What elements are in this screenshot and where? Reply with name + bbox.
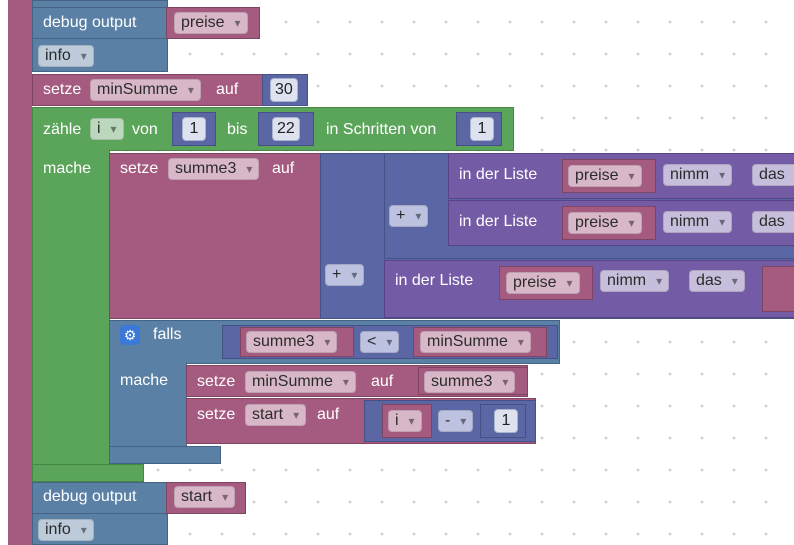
- list-label-2: in der Liste: [459, 213, 538, 230]
- debug-output-label-2: debug output: [43, 488, 137, 505]
- loop-do-label: mache: [43, 160, 92, 177]
- list-mode-dropdown-2[interactable]: nimm: [663, 211, 733, 233]
- math-operator-dropdown-inner[interactable]: +: [389, 205, 429, 227]
- debug-level-dropdown-2[interactable]: info: [38, 519, 94, 541]
- number-field-step[interactable]: 1: [470, 117, 494, 141]
- compare-left-dropdown[interactable]: summe3: [246, 331, 338, 353]
- number-field-from[interactable]: 1: [182, 117, 206, 141]
- list-mode-dropdown-3[interactable]: nimm: [600, 270, 670, 292]
- von-label: von: [132, 121, 158, 138]
- bis-label: bis: [227, 121, 248, 138]
- count-loop-body-rail: [32, 150, 110, 466]
- count-loop-footer: [32, 464, 144, 482]
- auf-label: auf: [216, 81, 239, 98]
- set-label-2: setze: [197, 373, 236, 390]
- set-summe3-auf: auf: [272, 160, 295, 177]
- variable-dropdown-minsumme-2[interactable]: minSumme: [245, 371, 356, 393]
- variable-dropdown-summe3[interactable]: summe3: [168, 158, 260, 180]
- math-operator-dropdown-minus[interactable]: -: [438, 410, 474, 432]
- event-block-rail: [8, 0, 32, 545]
- gear-icon[interactable]: ⚙: [120, 325, 140, 345]
- if-label: falls: [153, 326, 182, 343]
- if-block-footer: [109, 446, 221, 464]
- list-where-dropdown-3[interactable]: das: [689, 270, 745, 292]
- variable-dropdown-preise-2[interactable]: preise: [568, 212, 642, 234]
- auf-label-2: auf: [371, 373, 394, 390]
- set-label-3: setze: [197, 406, 236, 423]
- number-field-to[interactable]: 22: [272, 117, 300, 141]
- number-field-30[interactable]: 30: [270, 78, 298, 102]
- if-do-label: mache: [120, 372, 169, 389]
- auf-label-3: auf: [317, 406, 340, 423]
- debug-output-label: debug output: [43, 14, 137, 31]
- list-mode-dropdown-1[interactable]: nimm: [663, 164, 733, 186]
- compare-operator-dropdown[interactable]: <: [360, 331, 400, 353]
- list-where-dropdown-1[interactable]: das: [752, 164, 794, 186]
- count-label: zähle: [43, 121, 82, 138]
- variable-dropdown-minsumme[interactable]: minSumme: [90, 79, 201, 101]
- variable-dropdown-preise[interactable]: preise: [174, 12, 248, 34]
- set-summe3-label: setze: [120, 160, 159, 177]
- list-where-dropdown-2[interactable]: das: [752, 211, 794, 233]
- if-block-body-rail: [109, 363, 187, 449]
- debug-level-dropdown[interactable]: info: [38, 45, 94, 67]
- step-label: in Schritten von: [326, 121, 437, 138]
- set-summe3-block[interactable]: [109, 153, 321, 319]
- math-operator-dropdown-outer[interactable]: +: [325, 264, 365, 286]
- variable-dropdown-start[interactable]: start: [245, 404, 307, 426]
- loop-variable-dropdown[interactable]: i: [90, 118, 124, 140]
- variable-dropdown-summe3-2[interactable]: summe3: [424, 371, 516, 393]
- set-label: setze: [43, 81, 82, 98]
- variable-dropdown-i[interactable]: i: [388, 410, 422, 432]
- number-field-1[interactable]: 1: [494, 409, 518, 433]
- compare-right-dropdown[interactable]: minSumme: [420, 331, 531, 353]
- list-label-1: in der Liste: [459, 166, 538, 183]
- nested-variable-block-edge[interactable]: [762, 266, 794, 312]
- variable-dropdown-preise-3[interactable]: preise: [506, 272, 580, 294]
- variable-dropdown-start-2[interactable]: start: [174, 486, 236, 508]
- variable-dropdown-preise-1[interactable]: preise: [568, 165, 642, 187]
- list-label-3: in der Liste: [395, 272, 474, 289]
